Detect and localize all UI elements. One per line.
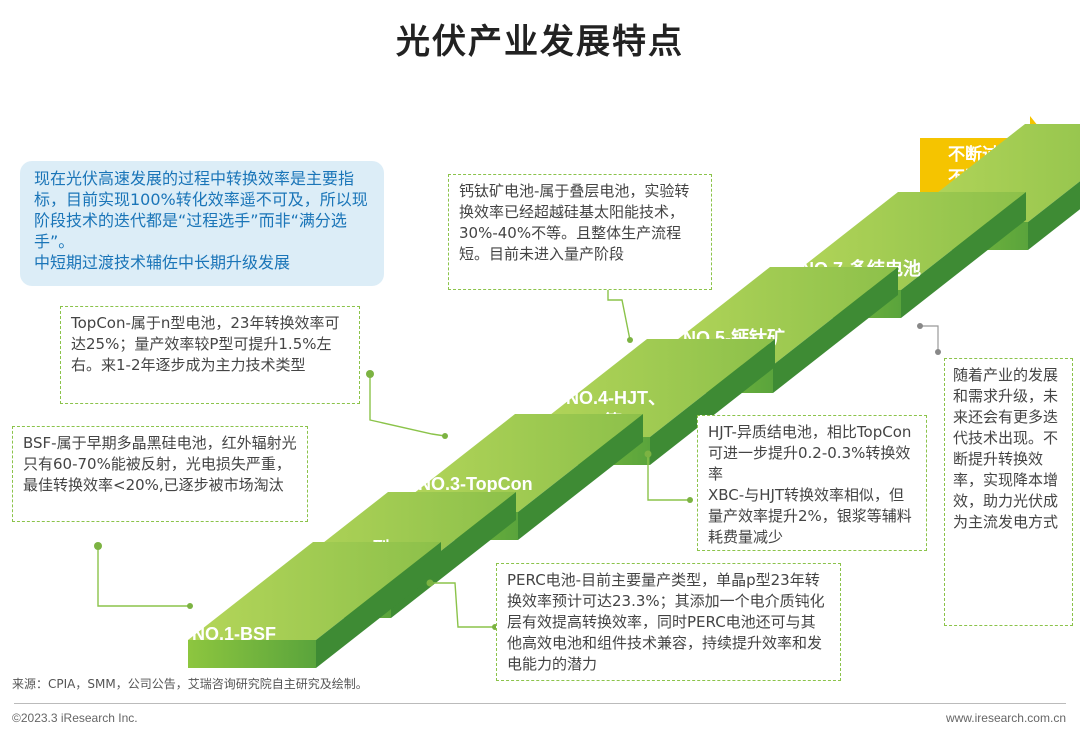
leader-perovskite [607,285,631,341]
leader-perc [430,582,495,628]
step-top-face [773,192,1026,290]
note-hjt-text: HJT-异质结电池，相比TopCon可进一步提升0.2-0.3%转换效率 [708,423,912,483]
copyright: ©2023.3 iResearch Inc. [12,711,138,725]
step-side-face [518,414,643,540]
step-top-face [390,414,643,512]
step-side-face [901,192,1026,318]
leader-dot-perovskite-end [627,337,633,343]
note-perc: PERC电池-目前主要量产类型，单晶p型23年转换效率预计可达23.3%；其添加… [496,563,841,681]
intro-subtext: 中短期过渡技术辅佐中长期升级发展 [34,253,291,272]
step-side-face [391,492,516,618]
note-future: 随着产业的发展和需求升级，未来还会有更多迭代技术出现。不断提升转换效率，实现降本… [944,358,1073,626]
intro-text: 现在光伏高速发展的过程中转换效率是主要指标，目前实现100%转化效率遥不可及，所… [34,169,368,251]
step-4-label: NO.4-HJT、 [566,388,666,408]
footer-divider [14,703,1066,704]
leader-topcon [369,374,446,437]
note-xbc-text: XBC-与HJT转换效率相似，但量产效率提升2%，银浆等辅料耗费量减少 [708,486,912,546]
step-3-label: NO.3-TopCon [418,474,533,494]
leader-future [920,325,939,352]
leader-dot-future [917,323,923,329]
step-1-label: NO.1-BSF [192,624,276,644]
step-side-face [650,339,775,465]
leader-dot-hjt [644,450,652,458]
note-perc-text: PERC电池-目前主要量产类型，单晶p型23年转换效率预计可达23.3%；其添加… [507,571,825,673]
step-side-face [1028,181,1080,250]
leader-hjt [647,454,690,501]
note-bsf: BSF-属于早期多晶黑硅电池，红外辐射光只有60-70%能被反射，光电损失严重，… [12,426,308,522]
leader-bsf [97,546,190,607]
note-topcon-text: TopCon-属于n型电池，23年转换效率可达25%；量产效率较P型可提升1.5… [71,314,340,374]
leader-dot-future-end [935,349,941,355]
leader-dot-topcon-end [442,433,448,439]
step-front-face [188,640,316,668]
note-topcon: TopCon-属于n型电池，23年转换效率可达25%；量产效率较P型可提升1.5… [60,306,360,404]
note-bsf-text: BSF-属于早期多晶黑硅电池，红外辐射光只有60-70%能被反射，光电损失严重，… [23,434,297,494]
step-side-face [773,267,898,393]
website-link[interactable]: www.iresearch.com.cn [945,711,1066,725]
leader-dot-hjt-end [687,497,693,503]
step-top-face [188,542,441,640]
leader-dot-bsf-end [187,603,193,609]
step-top-face [522,339,775,437]
step-side-face [316,542,441,668]
source-note: 来源：CPIA，SMM，公司公告，艾瑞咨询研究院自主研究及绘制。 [12,677,368,691]
page-title: 光伏产业发展特点 [396,22,684,62]
note-future-text: 随着产业的发展和需求升级，未来还会有更多迭代技术出现。不断提升转换效率，实现降本… [953,366,1059,531]
leader-dot-topcon [366,370,374,378]
leader-dot-bsf [94,542,102,550]
note-perovskite: 钙钛矿电池-属于叠层电池，实验转换效率已经超越硅基太阳能技术，30%-40%不等… [448,174,712,290]
note-perovskite-text: 钙钛矿电池-属于叠层电池，实验转换效率已经超越硅基太阳能技术，30%-40%不等… [459,182,690,263]
note-hjt-xbc: HJT-异质结电池，相比TopCon可进一步提升0.2-0.3%转换效率 XBC… [697,415,927,551]
leader-dot-perc [426,579,434,587]
step-1: NO.1-BSF [188,542,441,668]
intro-callout: 现在光伏高速发展的过程中转换效率是主要指标，目前实现100%转化效率遥不可及，所… [20,161,384,286]
